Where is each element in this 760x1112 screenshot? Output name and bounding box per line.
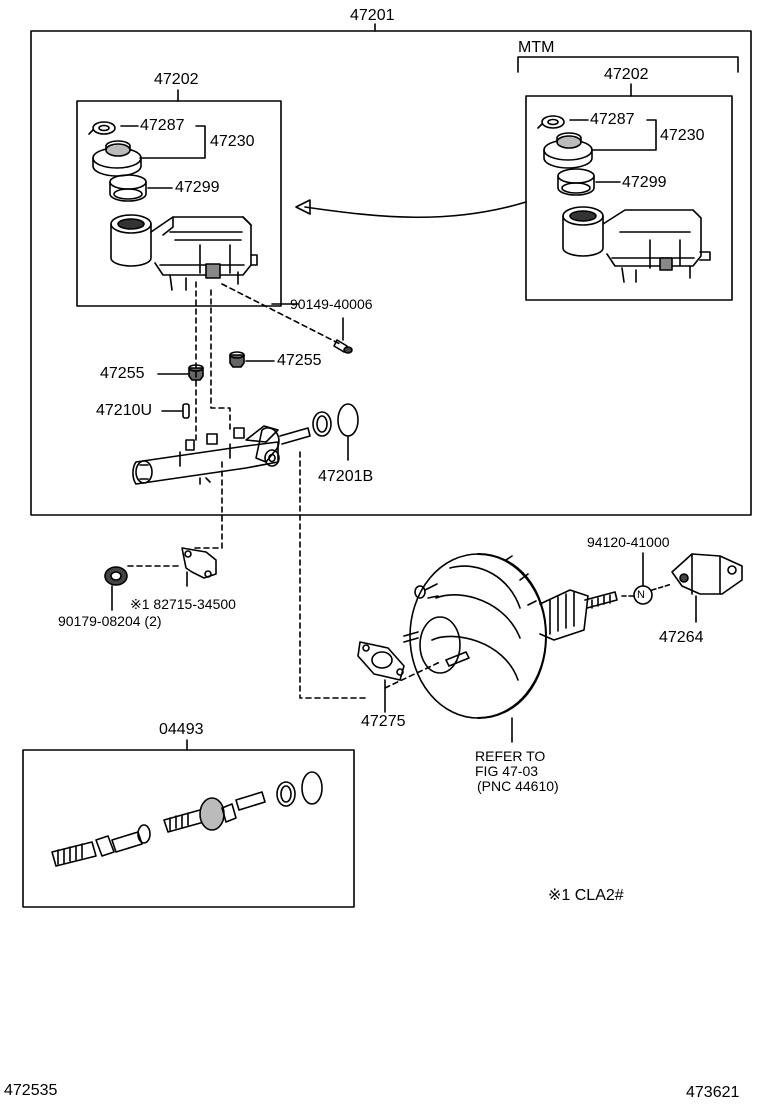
dash-bracket	[194, 461, 223, 549]
mount-bracket	[181, 547, 217, 587]
dash-gasket-booster	[384, 661, 441, 689]
cap-gasket-right	[537, 115, 565, 129]
reservoir-body-left	[110, 214, 258, 291]
reservoir-frame-right	[525, 95, 733, 301]
label-47202-left: 47202	[154, 71, 199, 88]
booster-pushrod	[539, 589, 618, 641]
reservoir-cap-left	[92, 140, 142, 177]
label-47299-right: 47299	[622, 174, 667, 191]
capset-bracket-left	[139, 125, 206, 159]
grommet-right	[229, 351, 245, 368]
label-note: ※1 CLA2#	[548, 887, 624, 904]
label-47230-right: 47230	[660, 127, 705, 144]
strainer-left	[109, 174, 147, 202]
label-refer-3: (PNC 44610)	[477, 778, 559, 794]
union-pin	[182, 403, 190, 419]
screw	[333, 339, 353, 354]
label-47264: 47264	[659, 629, 704, 646]
reservoir-body-right	[562, 206, 711, 283]
brake-booster	[403, 553, 547, 743]
label-47287-left: 47287	[140, 117, 185, 134]
dash-res-right	[210, 289, 231, 431]
label-47299-left: 47299	[175, 179, 220, 196]
label-refer-1: REFER TO	[475, 748, 546, 764]
clevis	[671, 553, 743, 595]
label-47201b: 47201B	[318, 468, 374, 485]
label-mtm: MTM	[518, 39, 555, 56]
label-refer-2: FIG 47-03	[475, 763, 539, 779]
label-94120: 94120-41000	[587, 534, 670, 550]
screw-dash	[221, 283, 341, 345]
cap-gasket-left	[88, 121, 116, 135]
master-cylinder	[132, 425, 311, 485]
seal-ring	[312, 411, 332, 437]
label-82715: ※1 82715-34500	[130, 596, 236, 612]
label-90179: 90179-08204 (2)	[58, 613, 162, 629]
label-screw: 90149-40006	[290, 296, 373, 312]
reservoir-frame-left	[76, 100, 282, 307]
label-47201: 47201	[350, 7, 395, 24]
label-47275: 47275	[361, 713, 406, 730]
kit-seal	[276, 781, 296, 807]
footer-left-code: 472535	[4, 1082, 58, 1099]
label-47230-left: 47230	[210, 133, 255, 150]
strainer-right	[557, 168, 595, 196]
label-04493: 04493	[159, 721, 204, 738]
swap-arrow	[304, 201, 527, 219]
kit-piston-primary	[51, 824, 151, 867]
label-n: N	[637, 589, 645, 601]
swap-arrowhead	[295, 199, 311, 215]
repair-kit-frame	[22, 749, 355, 908]
label-47255-left: 47255	[100, 365, 145, 382]
gasket	[357, 641, 405, 681]
dash-gasket	[299, 451, 367, 699]
reservoir-cap-right	[543, 132, 593, 169]
capset-bracket-right	[591, 119, 657, 151]
mtm-bracket	[517, 56, 739, 73]
label-47287-right: 47287	[590, 111, 635, 128]
o-ring	[337, 403, 359, 437]
label-47255-right: 47255	[277, 352, 322, 369]
footer-right-code: 473621	[686, 1084, 740, 1101]
assembly-frame	[30, 30, 752, 516]
label-47210u: 47210U	[96, 402, 153, 419]
label-47202-right: 47202	[604, 66, 649, 83]
dash-clevis	[651, 583, 673, 591]
kit-piston-secondary	[163, 791, 266, 833]
flange-nut	[104, 566, 128, 586]
kit-oring	[301, 771, 323, 805]
